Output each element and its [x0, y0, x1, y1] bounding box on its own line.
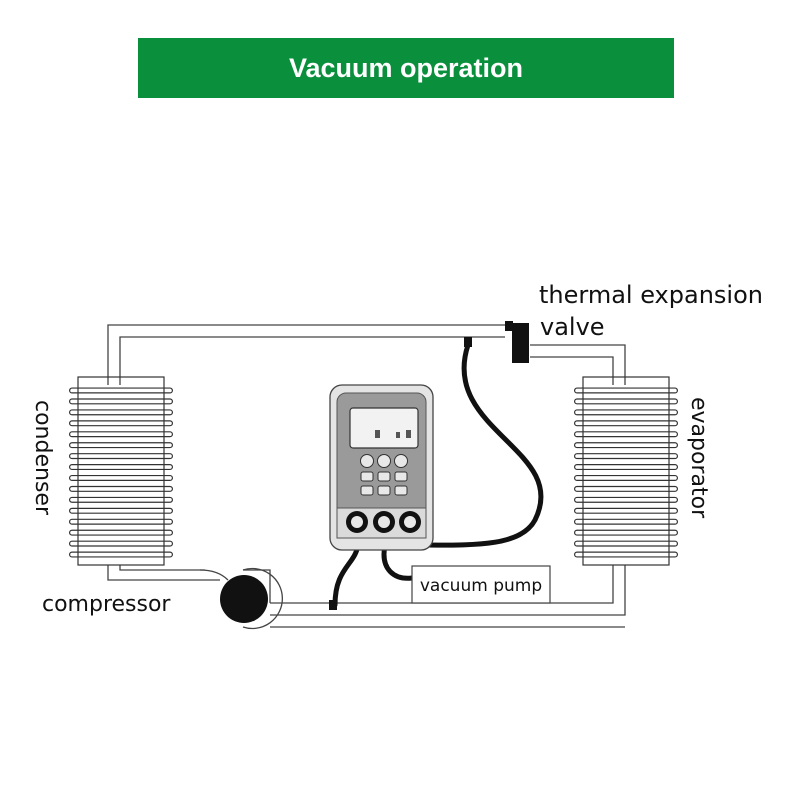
coil-tube	[69, 496, 173, 503]
coil-tube	[574, 551, 678, 558]
coil-tube	[574, 453, 678, 460]
coil-tube	[69, 464, 173, 471]
evaporator-label: evaporator	[686, 397, 711, 519]
vacuum-pump-box	[411, 565, 551, 604]
manifold-gauge	[329, 384, 434, 551]
expansion-valve-label-line2: valve	[540, 313, 605, 341]
coil-tube	[574, 507, 678, 514]
coil-tube	[574, 442, 678, 449]
coil-tube	[69, 474, 173, 481]
coil-tube	[574, 409, 678, 416]
compressor-label: compressor	[42, 592, 171, 617]
coil-tube	[574, 485, 678, 492]
coil-tube	[574, 398, 678, 405]
coil-tube	[574, 387, 678, 394]
coil-tube	[69, 529, 173, 536]
gauge-display	[349, 407, 419, 449]
compressor	[199, 567, 283, 630]
coil-tube	[69, 453, 173, 460]
coil-tube	[574, 431, 678, 438]
page-title: Vacuum operation	[288, 52, 524, 83]
hose-fittings	[329, 337, 472, 610]
coil-tube	[69, 398, 173, 405]
coil-tube	[574, 496, 678, 503]
coil-tube	[69, 507, 173, 514]
coil-tube	[574, 464, 678, 471]
evaporator-coil	[574, 376, 678, 566]
coil-tube	[574, 529, 678, 536]
title-banner: Vacuum operation	[138, 38, 674, 98]
coil-tube	[69, 540, 173, 547]
expansion-valve-label-line1: thermal expansion	[539, 281, 763, 309]
coil-tube	[574, 474, 678, 481]
vacuum-pump-label: vacuum pump	[420, 576, 542, 596]
coil-tube	[574, 420, 678, 427]
pipe-loop	[107, 324, 626, 628]
coil-tube	[69, 387, 173, 394]
coil-tube	[69, 431, 173, 438]
coil-tube	[69, 420, 173, 427]
condenser-label: condenser	[30, 400, 55, 516]
coil-tube	[574, 518, 678, 525]
coil-tube	[69, 518, 173, 525]
gauge-round-buttons	[360, 454, 408, 468]
condenser-coil	[69, 376, 173, 566]
gauge-keypad	[360, 471, 408, 496]
coil-tube	[69, 442, 173, 449]
coil-tube	[69, 485, 173, 492]
coil-tube	[69, 409, 173, 416]
gauge-valve-knobs	[346, 511, 421, 533]
coil-tube	[69, 551, 173, 558]
expansion-valve	[505, 321, 529, 363]
coil-tube	[574, 540, 678, 547]
